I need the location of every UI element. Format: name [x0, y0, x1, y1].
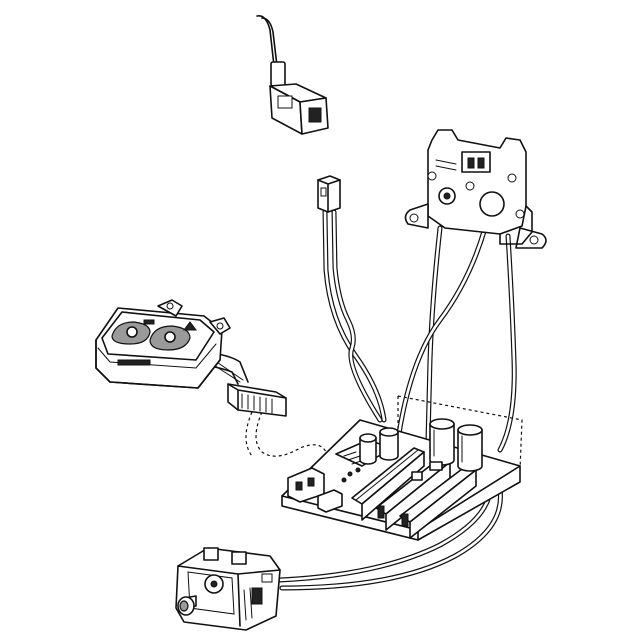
- ribbon-connector-edges: [227, 383, 287, 411]
- bracket-hole-left: [409, 213, 419, 223]
- board-terminal-pin: [307, 477, 315, 487]
- bracket-depth: [499, 205, 533, 245]
- bracket-lead-wire-left: [425, 225, 443, 443]
- bracket-lead-wire-mid: [395, 225, 488, 443]
- keypad-label-slot: [117, 359, 151, 366]
- board-heatsink-right: [399, 465, 477, 539]
- sensor-lead-wire: [256, 14, 275, 67]
- switch-side-tab: [261, 573, 273, 583]
- bracket-sensor-eye-center: [443, 192, 451, 200]
- keypad-side: [95, 339, 221, 389]
- board-heatsink-clip: [401, 513, 409, 527]
- keypad-indicator: [143, 319, 155, 325]
- jst-lead-wire: [322, 209, 387, 423]
- wire-bundle: [199, 14, 517, 591]
- bracket-screw: [507, 173, 517, 183]
- sensor-port: [308, 107, 322, 123]
- board-heatsink-left: [351, 447, 425, 521]
- board-terminal-block: [317, 489, 343, 513]
- jst-housing: [317, 175, 341, 213]
- board-component: [341, 477, 347, 483]
- switch-tab: [231, 551, 247, 565]
- bracket-header: [461, 151, 491, 173]
- jst-latch: [320, 187, 327, 197]
- keypad-ear-hole: [216, 322, 224, 330]
- bracket-screw: [465, 181, 475, 191]
- board-capacitor-small: [379, 427, 399, 461]
- sensor-module-icon: [269, 61, 329, 135]
- board-cover-outline: [397, 395, 523, 471]
- sensor-strain-relief: [270, 61, 286, 87]
- switch-rotor-center: [210, 580, 218, 588]
- board-capacitor-small: [359, 433, 377, 465]
- board-terminal-pin: [295, 481, 303, 491]
- sensor-window: [277, 95, 293, 109]
- switch-side-ribs: [243, 587, 253, 621]
- jst-edges: [317, 179, 341, 213]
- button-keypad-icon: [95, 299, 231, 389]
- circuit-board-icon: [281, 395, 523, 541]
- connector-plug-icon: [317, 175, 341, 213]
- keypad-ear-hole: [166, 302, 174, 310]
- bracket-lead-wire-right: [497, 233, 517, 453]
- ribbon-route-dashed: [255, 411, 327, 467]
- bracket-screw: [427, 171, 437, 181]
- bracket-header-pin: [467, 157, 475, 169]
- ribbon-connector-pins: [241, 393, 273, 414]
- bracket-detail: [435, 159, 457, 171]
- sensor-lead-wire-inner: [261, 17, 278, 67]
- ribbon-connector-icon: [227, 383, 287, 417]
- keypad-button-right-symbol: [164, 331, 176, 343]
- board-pad: [411, 471, 423, 481]
- bracket-lens: [479, 191, 505, 217]
- board-capacitor-large: [429, 418, 455, 466]
- switch-side-port: [251, 587, 263, 605]
- bracket-screw: [515, 209, 525, 219]
- switch-housing-edges: [177, 565, 281, 627]
- board-component: [347, 471, 353, 477]
- switch-knob-face: [179, 600, 189, 612]
- bracket-hole-right: [529, 235, 539, 245]
- board-heatsink-clip: [377, 505, 385, 519]
- ribbon-route-dashed-2: [245, 411, 253, 457]
- keypad-arrow-up-icon: [183, 321, 197, 331]
- keypad-bevel: [97, 343, 217, 369]
- keypad-button-left-symbol: [126, 326, 138, 338]
- board-pad: [429, 461, 443, 471]
- jst-lead-wire-2: [331, 209, 383, 423]
- board-capacitor-large: [457, 424, 483, 472]
- switch-tab: [203, 547, 219, 561]
- rotary-switch-icon: [175, 547, 281, 631]
- board-component: [355, 467, 361, 473]
- mounting-bracket-icon: [404, 129, 547, 249]
- bracket-header-pin: [477, 157, 485, 169]
